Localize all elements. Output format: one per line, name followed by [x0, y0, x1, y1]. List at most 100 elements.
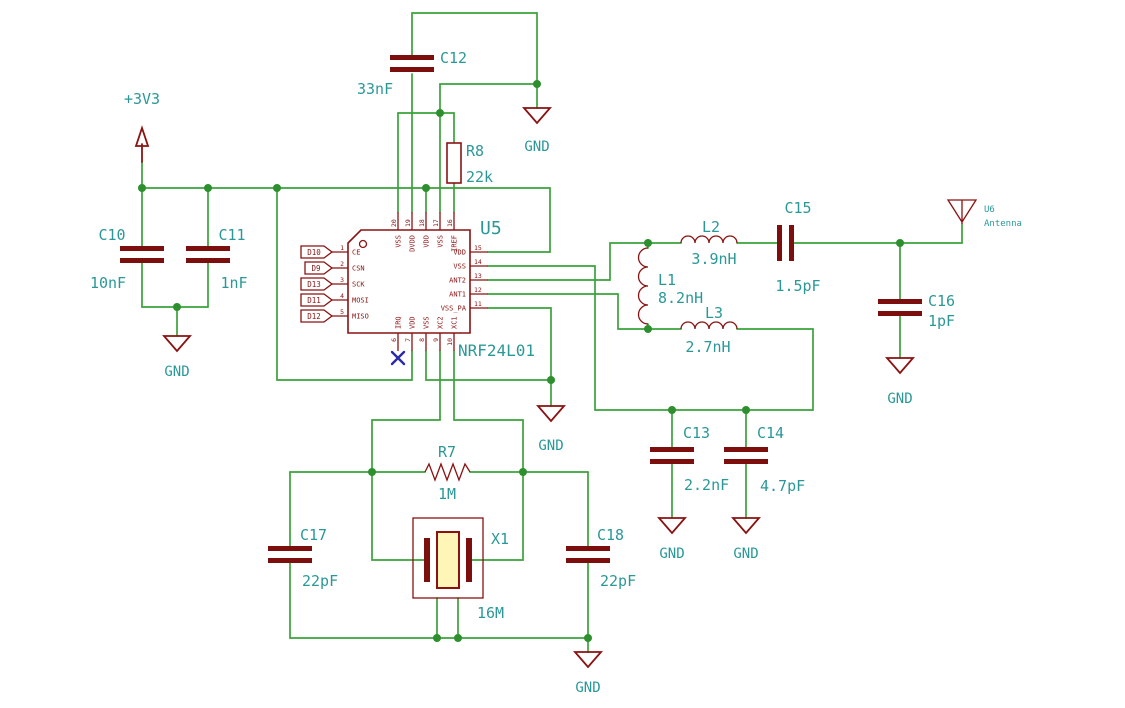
wire: [487, 187, 551, 253]
capacitor-plate: [724, 447, 768, 452]
inductor-coil: [680, 321, 738, 330]
pin-number: 2: [340, 260, 344, 268]
junction-dot: [584, 634, 592, 642]
gnd-label: GND: [887, 391, 912, 407]
gnd-symbol[interactable]: GND: [885, 357, 915, 407]
net-tag-d12[interactable]: D12: [300, 309, 334, 323]
pin-name: IRQ: [395, 316, 403, 329]
capacitor-plate: [390, 67, 434, 72]
capacitor-plate: [650, 459, 694, 464]
wire: [453, 350, 524, 473]
pin-name: CSN: [352, 265, 365, 273]
net-tag-d10[interactable]: D10: [300, 245, 334, 259]
pin-name: CE: [352, 249, 360, 257]
capacitor-c17[interactable]: C17 22pF: [268, 526, 338, 590]
pin-name: VSS: [453, 263, 466, 271]
pin-number: 7: [404, 338, 412, 342]
gnd-symbol[interactable]: GND: [162, 335, 192, 380]
capacitor-plate: [566, 558, 610, 563]
power-symbol-3v3[interactable]: +3V3: [124, 90, 160, 163]
wire: [371, 350, 441, 473]
inductor-l3[interactable]: L3 2.7nH: [680, 304, 738, 356]
resistor-r8[interactable]: R8 22k: [446, 142, 493, 186]
gnd-icon: [657, 517, 687, 535]
c18-ref-label: C18: [597, 526, 624, 544]
wire: [487, 265, 596, 411]
pin-name: VSS_PA: [441, 305, 467, 313]
antenna-icon: [946, 199, 978, 224]
gnd-label: GND: [524, 139, 549, 155]
junction-dot: [436, 109, 444, 117]
x1-value-label: 16M: [477, 604, 504, 622]
capacitor-c15[interactable]: C15 1.5pF: [775, 199, 820, 295]
junction-dot: [273, 184, 281, 192]
capacitor-c13[interactable]: C13 2.2nF: [650, 424, 729, 494]
pin-number: 12: [474, 286, 482, 294]
antenna-u6[interactable]: U6 Antenna: [946, 199, 1022, 229]
pin-name: MOSI: [352, 297, 369, 305]
wire: [471, 471, 524, 561]
power-arrow-icon: [134, 125, 150, 147]
capacitor-plate: [186, 246, 230, 251]
pin-number: 3: [340, 276, 344, 284]
c12-ref-label: C12: [440, 49, 467, 67]
gnd-label: GND: [659, 546, 684, 562]
gnd-symbol[interactable]: GND: [657, 517, 687, 562]
net-tag-label: D13: [307, 280, 321, 289]
net-tag-shape: [304, 261, 334, 275]
l2-value-label: 3.9nH: [691, 250, 736, 268]
u5-value-label: NRF24L01: [458, 341, 535, 360]
capacitor-c14[interactable]: C14 4.7pF: [724, 424, 805, 495]
junction-dot: [138, 184, 146, 192]
no-connect-x-icon: [390, 350, 406, 366]
capacitor-c12[interactable]: C12 33nF: [357, 49, 467, 98]
net-tag-d11[interactable]: D11: [300, 293, 334, 307]
pin-number: 1: [340, 244, 344, 252]
no-connect-flag[interactable]: [390, 350, 406, 366]
net-tag-d9[interactable]: D9: [304, 261, 334, 275]
pin-number: 19: [404, 219, 412, 227]
net-tag-d13[interactable]: D13: [300, 277, 334, 291]
net-tag-shape: [300, 309, 334, 323]
l3-ref-label: L3: [705, 304, 723, 322]
inductor-l2[interactable]: L2 3.9nH: [680, 218, 738, 268]
u6-value-label: Antenna: [984, 219, 1022, 229]
pin-number: 6: [390, 338, 398, 342]
net-tag-label: D10: [307, 248, 321, 257]
capacitor-plate: [789, 225, 794, 261]
c10-value-label: 10nF: [90, 274, 126, 292]
wire: [276, 187, 413, 381]
pin-number: 5: [340, 308, 344, 316]
gnd-symbol[interactable]: GND: [522, 107, 552, 155]
u6-ref-label: U6: [984, 205, 995, 215]
net-tag-shape: [300, 277, 334, 291]
gnd-icon: [885, 357, 915, 375]
gnd-label: GND: [538, 438, 563, 454]
inductor-l1[interactable]: L1 8.2nH: [637, 247, 704, 325]
c10-ref-label: C10: [98, 226, 125, 244]
ic-u5[interactable]: CE CSN SCK MOSI MISO 1 2 3 4 5 VDD VSS A…: [332, 212, 535, 360]
junction-dot: [519, 468, 527, 476]
crystal-x1[interactable]: X1 16M: [412, 517, 509, 622]
gnd-symbol[interactable]: GND: [731, 517, 761, 562]
junction-dot: [173, 303, 181, 311]
c11-ref-label: C11: [218, 226, 245, 244]
capacitor-plate: [268, 558, 312, 563]
inductor-coil: [680, 235, 738, 244]
resistor-r7[interactable]: R7 1M: [424, 443, 471, 503]
gnd-icon: [522, 107, 552, 125]
pin-number: 17: [432, 219, 440, 227]
junction-dot: [644, 239, 652, 247]
x1-ref-label: X1: [491, 530, 509, 548]
capacitor-c10[interactable]: C10 10nF: [90, 226, 164, 292]
capacitor-c18[interactable]: C18 22pF: [566, 526, 636, 590]
capacitor-c16[interactable]: C16 1pF: [878, 292, 955, 330]
gnd-symbol[interactable]: GND: [536, 405, 566, 454]
pin-number: 18: [418, 219, 426, 227]
resistor-zigzag: [424, 462, 471, 482]
crystal-outline-box: [412, 517, 484, 599]
l1-value-label: 8.2nH: [658, 289, 703, 307]
gnd-symbol[interactable]: GND: [573, 651, 603, 696]
pin-name: VSS: [395, 235, 403, 248]
capacitor-c11[interactable]: C11 1nF: [186, 226, 248, 292]
